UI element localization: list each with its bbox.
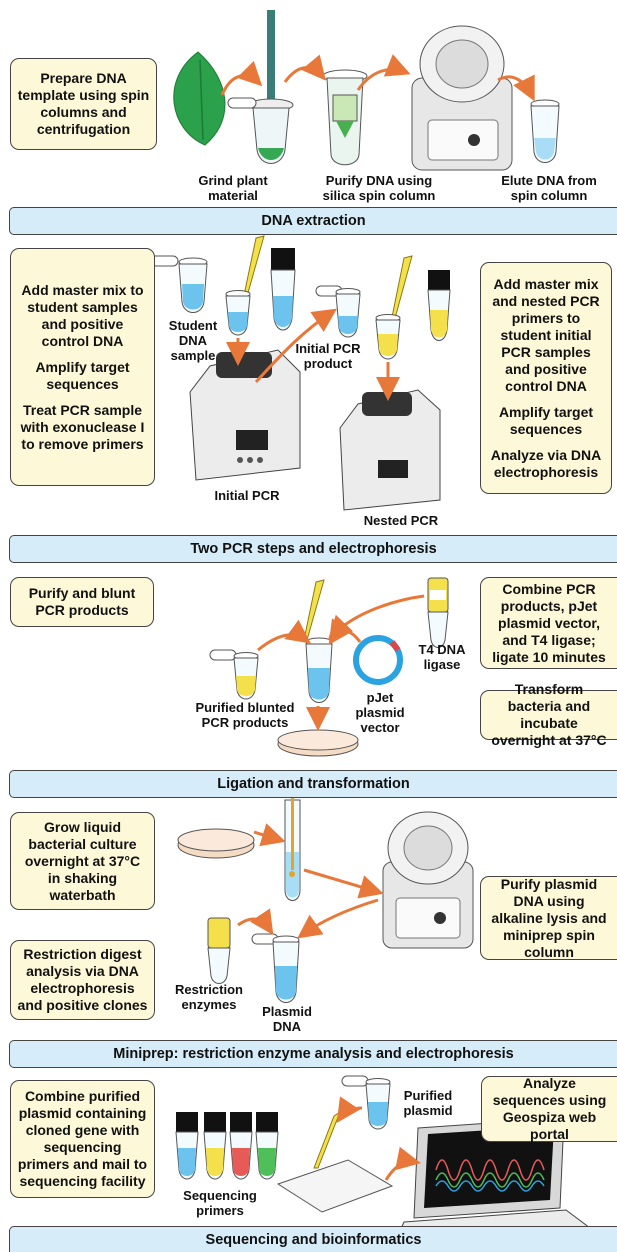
student-sample-label: Student DNA sample bbox=[168, 318, 218, 363]
initial-product-tube-icon bbox=[315, 285, 361, 338]
ligation-tube-icon bbox=[305, 637, 333, 703]
purified-plasmid-tube-icon bbox=[341, 1075, 391, 1130]
banner-ligation: Ligation and transformation bbox=[9, 770, 617, 798]
leaf-icon bbox=[173, 51, 226, 146]
culture-tube-icon bbox=[284, 770, 301, 901]
ligase-label: T4 DNA ligase bbox=[418, 642, 466, 672]
plasmid-dna-label: Plasmid DNA bbox=[262, 1004, 312, 1034]
pcr-left-note: Add master mix to student samples and po… bbox=[10, 248, 155, 486]
culture-dish-icon bbox=[177, 828, 255, 859]
miniprep-left-note-bottom: Restriction digest analysis via DNA elec… bbox=[10, 940, 155, 1020]
pcr-reaction-tube-icon bbox=[225, 290, 251, 336]
pcr-left-note-3: Treat PCR sample with exonuclease I to r… bbox=[20, 401, 145, 452]
nested-reaction-tube-icon bbox=[375, 314, 401, 360]
miniprep-left-note-bottom-text: Restriction digest analysis via DNA elec… bbox=[17, 946, 148, 1013]
plasmid-ring-icon bbox=[353, 635, 403, 685]
ligation-right-note-bottom-text: Transform bacteria and incubate overnigh… bbox=[491, 681, 607, 748]
pipette-sequencing-icon bbox=[313, 1110, 342, 1169]
plasmid-dna-tube-icon bbox=[251, 933, 300, 1003]
petri-dish-icon bbox=[277, 729, 359, 757]
pcr-right-note-2: Amplify target sequences bbox=[498, 403, 594, 437]
miniprep-right-note: Purify plasmid DNA using alkaline lysis … bbox=[480, 876, 617, 960]
initial-pcr-label: Initial PCR bbox=[214, 488, 280, 503]
extraction-note: Prepare DNA template using spin columns … bbox=[10, 58, 157, 150]
enzymes-label: Restriction enzymes bbox=[175, 982, 243, 1012]
mortar-tube-icon bbox=[227, 10, 294, 164]
pipette-yellow-icon bbox=[390, 255, 413, 323]
elute-label: Elute DNA from spin column bbox=[501, 173, 597, 203]
pcr-left-note-2: Amplify target sequences bbox=[35, 358, 130, 392]
ligase-tube-icon bbox=[427, 577, 449, 648]
nested-pcr-label: Nested PCR bbox=[363, 513, 439, 528]
vector-label: pJet plasmid vector bbox=[355, 690, 405, 735]
pcr-right-note: Add master mix and nested PCR primers to… bbox=[480, 262, 612, 494]
purify-label: Purify DNA using silica spin column bbox=[322, 173, 436, 203]
pipette-icon bbox=[242, 235, 265, 301]
banner-miniprep: Miniprep: restriction enzyme analysis an… bbox=[9, 1040, 617, 1068]
sequencing-right-note: Analyze sequences using Geospiza web por… bbox=[481, 1075, 617, 1142]
spin-column-icon bbox=[322, 69, 368, 166]
miniprep-right-note-text: Purify plasmid DNA using alkaline lysis … bbox=[491, 875, 607, 960]
pcr-right-note-1: Add master mix and nested PCR primers to… bbox=[492, 275, 600, 394]
pcr-right-note-3: Analyze via DNA electrophoresis bbox=[490, 446, 602, 480]
banner-two-pcr: Two PCR steps and electrophoresis bbox=[9, 535, 617, 563]
sequencing-primer-tubes-icon bbox=[175, 1112, 279, 1180]
ligation-right-note-top: Combine PCR products, pJet plasmid vecto… bbox=[480, 577, 617, 669]
master-mix-tube-icon bbox=[270, 248, 296, 331]
ligation-left-note: Purify and blunt PCR products bbox=[10, 577, 154, 627]
purified-label: Purified blunted PCR products bbox=[195, 700, 295, 730]
elute-tube-icon bbox=[530, 99, 560, 163]
ligation-left-note-text: Purify and blunt PCR products bbox=[28, 585, 136, 618]
grind-label: Grind plant material bbox=[198, 173, 268, 203]
miniprep-left-note-top-text: Grow liquid bacterial culture overnight … bbox=[24, 818, 141, 903]
extraction-note-text: Prepare DNA template using spin columns … bbox=[17, 70, 150, 137]
initial-product-label: Initial PCR product bbox=[295, 341, 361, 371]
sequencing-left-note: Combine purified plasmid containing clon… bbox=[10, 1080, 155, 1198]
sequencing-left-note-text: Combine purified plasmid containing clon… bbox=[17, 1088, 148, 1189]
student-sample-tube-icon bbox=[147, 255, 208, 313]
miniprep-left-note-top: Grow liquid bacterial culture overnight … bbox=[10, 812, 155, 910]
purified-plasmid-label: Purified plasmid bbox=[403, 1088, 453, 1118]
thermocycler-nested-icon bbox=[339, 389, 441, 511]
centrifuge-miniprep-icon bbox=[382, 811, 474, 949]
centrifuge-icon bbox=[411, 25, 513, 171]
well-plate-icon bbox=[276, 1159, 394, 1213]
pcr-left-note-1: Add master mix to student samples and po… bbox=[21, 281, 144, 349]
ligation-right-note-top-text: Combine PCR products, pJet plasmid vecto… bbox=[492, 580, 606, 665]
sequencing-right-note-text: Analyze sequences using Geospiza web por… bbox=[492, 1075, 607, 1142]
ligation-right-note-bottom: Transform bacteria and incubate overnigh… bbox=[480, 681, 617, 748]
nested-primer-tube-icon bbox=[427, 270, 451, 341]
purified-tube-icon bbox=[209, 649, 259, 700]
primers-label: Sequencing primers bbox=[183, 1188, 257, 1218]
thermocycler-initial-icon bbox=[189, 349, 301, 481]
banner-sequencing: Sequencing and bioinformatics bbox=[9, 1226, 617, 1252]
pipette-ligation-icon bbox=[303, 579, 325, 641]
banner-dna-extraction: DNA extraction bbox=[9, 207, 617, 235]
enzyme-tube-icon bbox=[207, 917, 231, 984]
